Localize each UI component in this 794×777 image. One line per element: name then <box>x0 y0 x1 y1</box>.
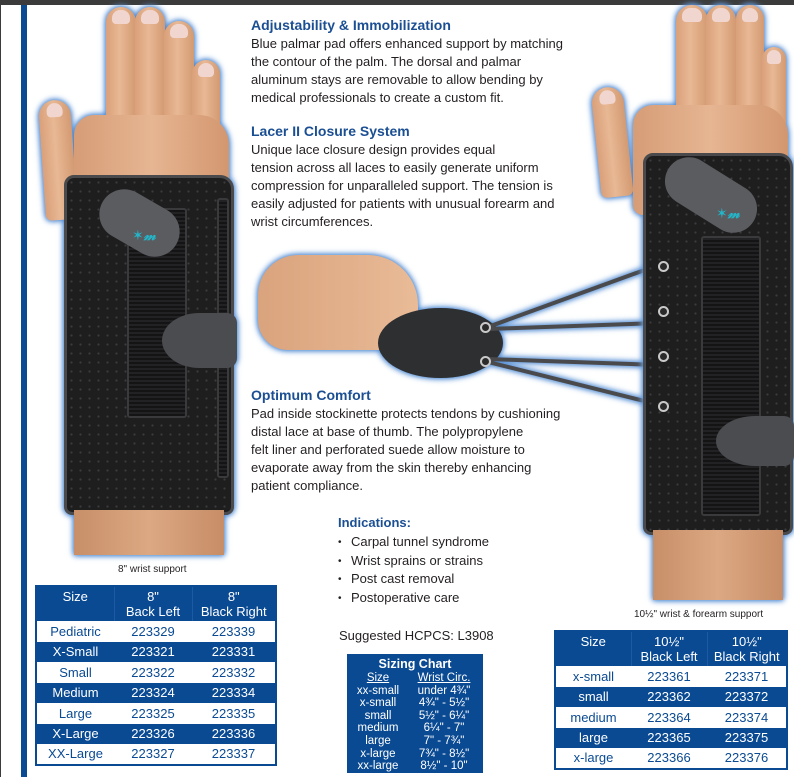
col-header-left: 10½"Black Left <box>630 631 707 666</box>
blue-vertical-rule <box>21 5 27 777</box>
indications-list: Carpal tunnel syndrome Wrist sprains or … <box>338 533 489 607</box>
sizing-chart-grid: Size Wrist Circ. xx-small under 4¾" x-sm… <box>347 672 483 773</box>
sizing-size: small <box>364 709 392 722</box>
sizing-size: medium <box>357 722 399 735</box>
sizing-circ: 5½" - 6¼" <box>418 709 470 722</box>
section-body: Unique lace closure design provides equa… <box>251 142 555 229</box>
col-header-size: Size <box>36 586 114 621</box>
product-table-8in: Size 8"Back Left 8"Black Right Pediatric… <box>35 585 277 766</box>
sizing-circ: 6¼" - 7" <box>423 722 465 735</box>
sizing-header-wrist: Wrist Circ. <box>417 672 471 684</box>
sizing-circ: 7" - 7¾" <box>423 734 465 747</box>
brand-logo-icon: ✶𝓂 <box>132 228 156 244</box>
product-table-10in: Size 10½"Black Left 10½"Black Right x-sm… <box>554 630 788 770</box>
sizing-size: x-small <box>359 697 397 710</box>
sizing-circ: 8½" - 10" <box>420 760 468 773</box>
sizing-chart-title: Sizing Chart <box>378 657 452 671</box>
brand-logo-icon: ✶𝓂 <box>716 206 740 222</box>
section-body: Blue palmar pad offers enhanced support … <box>251 36 563 105</box>
section-title: Adjustability & Immobilization <box>251 17 451 33</box>
section-title: Lacer II Closure System <box>251 123 410 139</box>
sizing-size: x-large <box>360 747 396 760</box>
col-header-size: Size <box>555 631 631 666</box>
indication-item: Post cast removal <box>338 570 489 589</box>
photo-10in-wrist-forearm-support: ✶𝓂 <box>588 5 794 605</box>
left-photo-caption: 8" wrist support <box>118 564 187 575</box>
sizing-header-size: Size <box>366 672 390 684</box>
sizing-size: xx-large <box>357 760 399 773</box>
col-header-right: 8"Black Right <box>191 586 276 621</box>
hcpcs-code: Suggested HCPCS: L3908 <box>339 628 494 643</box>
indication-item: Postoperative care <box>338 589 489 608</box>
sizing-chart: Sizing Chart Size Wrist Circ. xx-small u… <box>347 654 483 773</box>
sizing-circ: 4¾" - 5½" <box>418 697 470 710</box>
photo-8in-wrist-support: ✶𝓂 <box>34 5 244 560</box>
sizing-circ: 7¾" - 8½" <box>418 747 470 760</box>
indication-item: Carpal tunnel syndrome <box>338 533 489 552</box>
col-header-left: 8"Back Left <box>113 586 192 621</box>
sizing-circ: under 4¾" <box>417 684 471 697</box>
sizing-size: xx-small <box>356 684 400 697</box>
section-title: Optimum Comfort <box>251 387 371 403</box>
indication-item: Wrist sprains or strains <box>338 552 489 571</box>
indications-title: Indications: <box>338 515 411 530</box>
col-header-right: 10½"Black Right <box>706 631 787 666</box>
section-body: Pad inside stockinette protects tendons … <box>251 406 561 493</box>
sizing-size: large <box>365 734 391 747</box>
photo-lacer-closure <box>248 240 668 408</box>
right-photo-caption: 10½" wrist & forearm support <box>634 609 764 620</box>
left-edge <box>0 0 1 777</box>
top-bar <box>0 0 794 5</box>
